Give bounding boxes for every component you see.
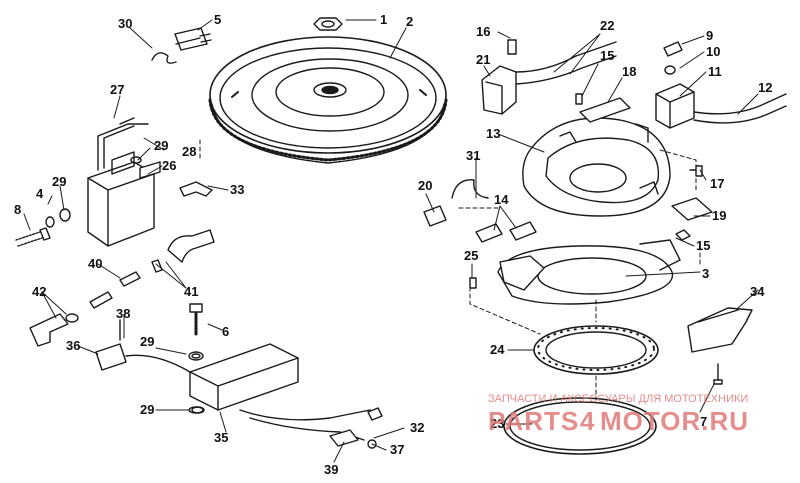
- callout-30: 30: [118, 16, 132, 31]
- callout-33: 33: [230, 182, 244, 197]
- callout-39: 39: [324, 462, 338, 477]
- throttle-cam-part: [687, 307, 753, 385]
- callout-23: 23: [490, 416, 504, 431]
- callout-29c: 29: [140, 334, 154, 349]
- callout-12: 12: [758, 80, 772, 95]
- callout-11: 11: [708, 64, 722, 79]
- thrust-washer-part: [503, 397, 657, 455]
- terminal-connector-part: [151, 27, 212, 64]
- callout-2: 2: [406, 14, 413, 29]
- callout-25: 25: [464, 248, 478, 263]
- callout-42: 42: [32, 284, 46, 299]
- callout-9: 9: [706, 28, 713, 43]
- timer-base-part: [497, 239, 681, 305]
- callout-37: 37: [390, 442, 404, 457]
- flywheel-nut-part: [313, 17, 343, 31]
- watermark-brand-mid: 4: [580, 406, 595, 436]
- retainer-ring-part: [533, 325, 659, 375]
- callout-15b: 15: [696, 238, 710, 253]
- callout-4: 4: [36, 186, 44, 201]
- callout-38: 38: [116, 306, 130, 321]
- callout-22: 22: [600, 18, 614, 33]
- callout-34: 34: [750, 284, 765, 299]
- callout-10: 10: [706, 44, 720, 59]
- callout-40: 40: [88, 256, 102, 271]
- callout-14: 14: [494, 192, 509, 207]
- ignition-coil-part: [87, 117, 161, 247]
- armature-plate-part: [522, 93, 671, 217]
- spark-plug-boot-part: [29, 313, 79, 347]
- small-hardware-parts: [130, 156, 703, 414]
- callout-labels: 1 2 3 4 5 6 7 8 9 10 11 12 13 14 15 15 1…: [14, 12, 772, 477]
- callout-13: 13: [486, 126, 500, 141]
- callout-19: 19: [712, 208, 726, 223]
- callout-41: 41: [184, 284, 198, 299]
- callout-21: 21: [476, 52, 490, 67]
- callout-29b: 29: [154, 138, 168, 153]
- callout-6: 6: [222, 324, 229, 339]
- callout-31: 31: [466, 148, 480, 163]
- trigger-sensor-part: [481, 39, 617, 115]
- callout-20: 20: [418, 178, 432, 193]
- watermark-tagline: ЗАПЧАСТИ И АКСЕССУАРЫ ДЛЯ МОТОТЕХНИКИ: [488, 393, 748, 405]
- callout-32: 32: [410, 420, 424, 435]
- bracket-part: [671, 169, 713, 241]
- callout-17: 17: [710, 176, 724, 191]
- coil-bolt-part: [15, 208, 71, 247]
- charge-coil-part: [655, 41, 787, 129]
- callout-36: 36: [66, 338, 80, 353]
- callout-5: 5: [214, 12, 221, 27]
- callout-29a: 29: [52, 174, 66, 189]
- spacer-part: [89, 271, 141, 309]
- callout-3: 3: [702, 266, 709, 281]
- watermark-brand-right: MOTOR.RU: [600, 406, 749, 436]
- callout-27: 27: [110, 82, 124, 97]
- callout-18: 18: [622, 64, 636, 79]
- callout-24: 24: [490, 342, 505, 357]
- callout-28: 28: [182, 144, 196, 159]
- alignment-lines: [199, 139, 701, 401]
- hose-part: [151, 229, 215, 273]
- callout-1: 1: [380, 12, 387, 27]
- flywheel-part: [208, 36, 448, 164]
- sensor-lead-part: [95, 319, 191, 373]
- power-pack-part: [188, 303, 383, 449]
- callout-15a: 15: [600, 48, 614, 63]
- clip-part: [179, 181, 213, 197]
- callout-26: 26: [162, 158, 176, 173]
- callout-8: 8: [14, 202, 21, 217]
- callout-7: 7: [700, 414, 707, 429]
- callout-16: 16: [476, 24, 490, 39]
- watermark-brand-left: PARTS: [488, 406, 579, 436]
- leader-lines: [23, 19, 759, 463]
- callout-29d: 29: [140, 402, 154, 417]
- watermark: ЗАПЧАСТИ И АКСЕССУАРЫ ДЛЯ МОТОТЕХНИКИ PA…: [488, 393, 749, 436]
- callout-35: 35: [214, 430, 228, 445]
